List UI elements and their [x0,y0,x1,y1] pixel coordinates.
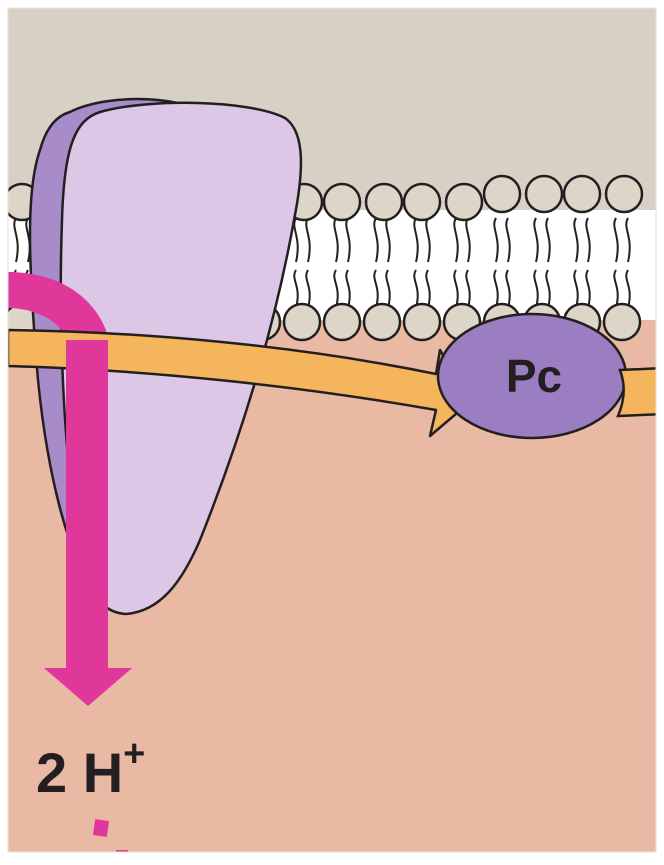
lipid-head [484,176,520,212]
lipid-head [606,176,642,212]
pc-label: Pc [506,350,562,402]
lipid-head [404,184,440,220]
electron-exit-arrow [618,368,664,416]
lipid-head [446,184,482,220]
proton-dash [93,819,109,837]
lipid-head [404,304,440,340]
lipid-head [366,184,402,220]
proton-arrow-shaft [66,340,108,670]
lipid-head [604,304,640,340]
lipid-head [324,184,360,220]
proton-number: 2 H [36,741,123,804]
lipid-head [364,304,400,340]
lipid-head [284,304,320,340]
lipid-head [526,176,562,212]
lipid-head [564,176,600,212]
lipid-head [324,304,360,340]
proton-charge: + [123,733,145,775]
